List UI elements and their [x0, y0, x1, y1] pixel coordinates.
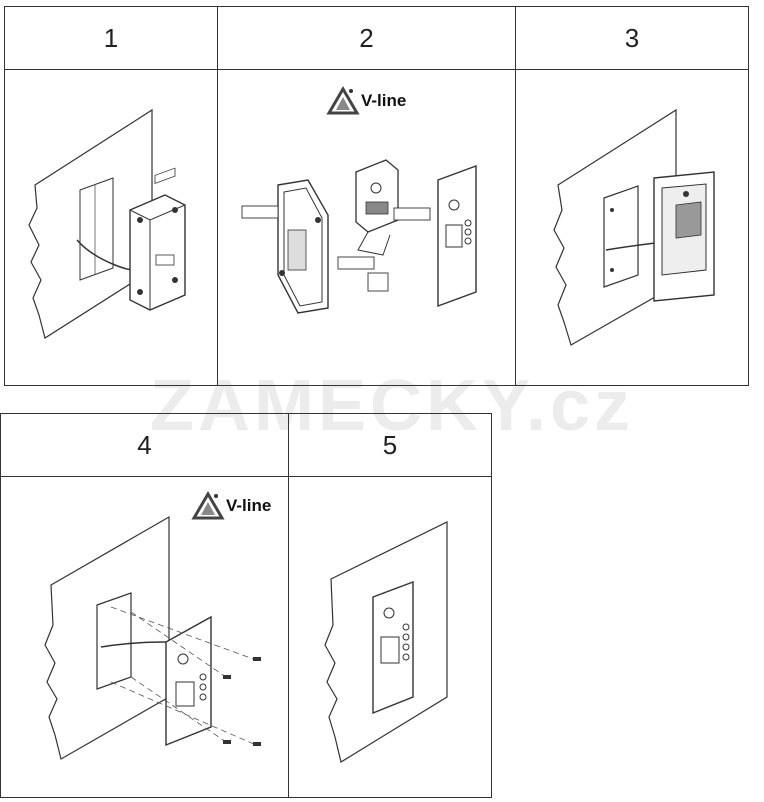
v-line-logo-2: V-line	[191, 491, 271, 521]
exploded-panel-drawing	[241, 159, 477, 314]
step-number-2: 2	[218, 7, 515, 70]
step-cell-5: 5	[289, 414, 491, 797]
v-line-triangle-logo-icon	[191, 491, 225, 520]
steps-row-bottom: 4 V-line	[0, 413, 492, 798]
steps-row-top: 1 2	[4, 6, 749, 386]
step-number-1: 1	[5, 7, 217, 70]
module-installed-drawing	[553, 108, 715, 346]
logo-text: V-line	[361, 91, 407, 110]
step-cell-3: 3	[516, 7, 748, 385]
step-illustration-4: V-line	[1, 477, 288, 797]
step-illustration-2: V-line	[218, 70, 515, 385]
panel-screw-mounting-drawing	[44, 515, 261, 760]
step-number-5: 5	[289, 414, 491, 477]
logo-text: V-line	[226, 496, 272, 515]
step-number-4: 4	[1, 414, 288, 477]
step-cell-1: 1	[5, 7, 218, 385]
wall-backbox-drawing	[28, 108, 186, 339]
v-line-logo: V-line	[326, 86, 406, 116]
step-cell-2: 2 V-line	[218, 7, 516, 385]
step-number-3: 3	[516, 7, 748, 70]
step-illustration-3	[516, 70, 748, 385]
step-cell-4: 4 V-line	[1, 414, 289, 797]
step-illustration-1	[5, 70, 217, 385]
v-line-triangle-logo-icon	[326, 86, 360, 115]
step-illustration-5	[289, 477, 491, 797]
finished-panel-drawing	[324, 521, 448, 763]
